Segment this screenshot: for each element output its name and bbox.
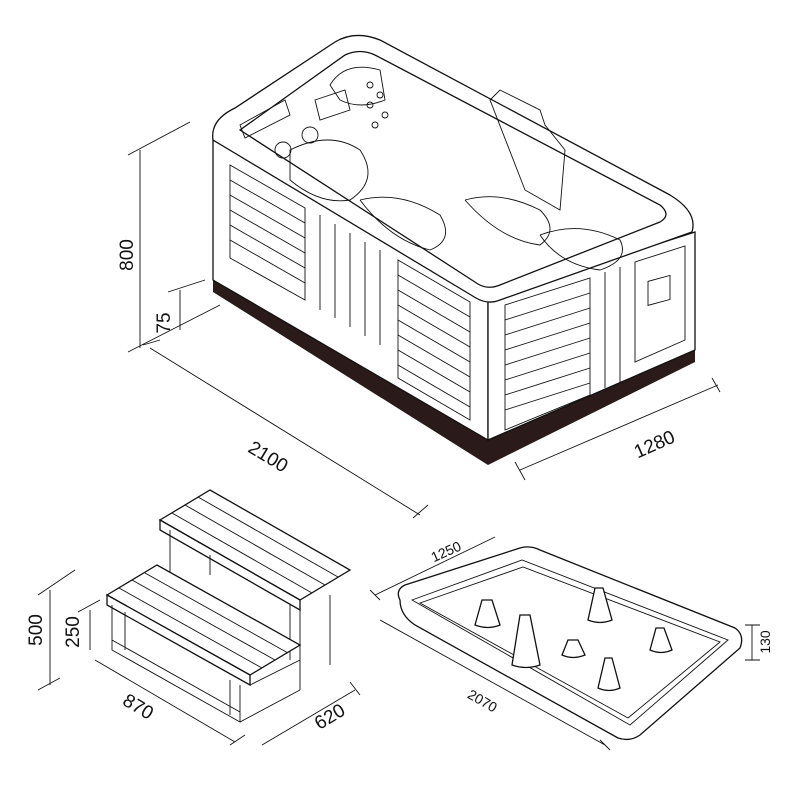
tub-skirt-height-label: 75: [154, 312, 175, 333]
tub-slats-right: [504, 245, 686, 431]
steps-drawing: 500 250 870 620: [26, 489, 361, 746]
hot-tub-drawing: 800 75 2100 1280: [117, 34, 721, 519]
tub-slats-left: [229, 164, 471, 421]
cover-thickness-label: 130: [757, 630, 773, 654]
tub-width-label: 1280: [631, 427, 678, 463]
tub-seats: [239, 66, 623, 271]
steps-length-label: 870: [119, 690, 157, 724]
cover-cones: [474, 587, 673, 692]
steps-depth-label: 620: [311, 700, 349, 734]
tub-top-rim: [212, 34, 694, 303]
cover-drawing: 1250 130 2070: [369, 536, 773, 751]
tub-height-label: 800: [117, 239, 138, 271]
cover-length-label: 2070: [465, 686, 500, 716]
steps-step-height-label: 250: [63, 616, 84, 648]
tub-length-label: 2100: [244, 437, 291, 477]
steps-dimension-lines: [37, 569, 361, 746]
tub-dimension-lines: [127, 121, 721, 519]
cover-dimension-lines: [369, 536, 760, 751]
tub-inner-shell: [238, 50, 667, 288]
tub-base: [213, 280, 695, 465]
steps-height-label: 500: [26, 614, 47, 646]
